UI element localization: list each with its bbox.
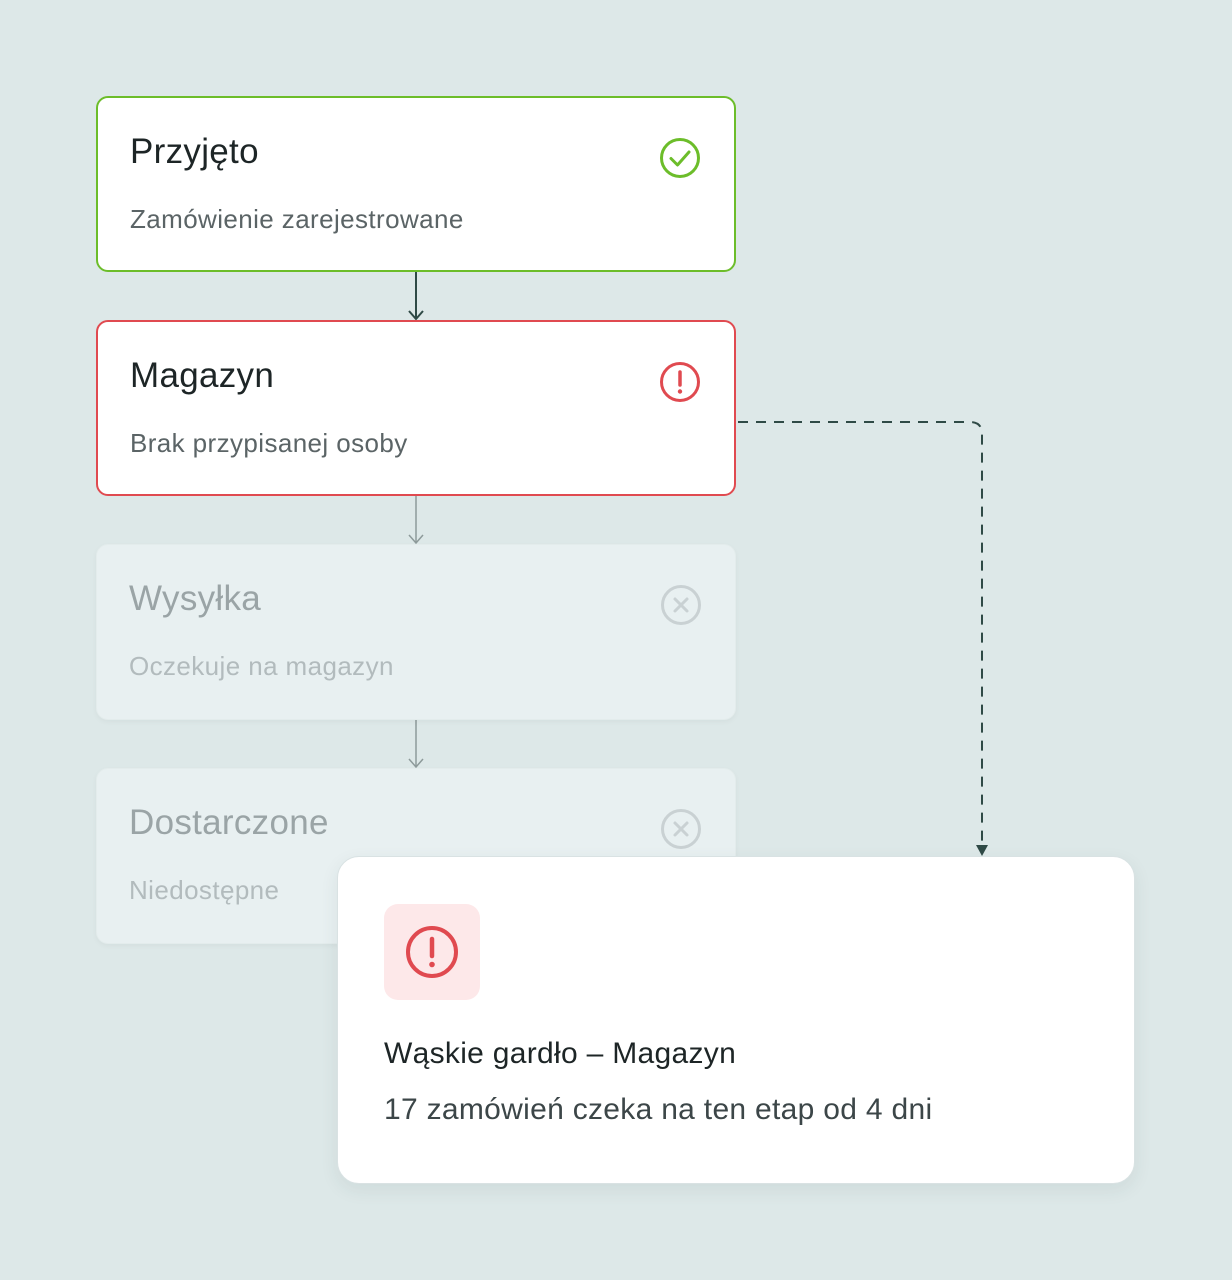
stage-title: Wysyłka: [129, 579, 262, 618]
stage-card-magazyn[interactable]: Magazyn Brak przypisanej osoby: [96, 320, 736, 496]
alert-icon-badge: [384, 904, 480, 1000]
stage-subtitle: Brak przypisanej osoby: [130, 428, 408, 458]
stage-card-przyjeto[interactable]: Przyjęto Zamówienie zarejestrowane: [96, 96, 736, 272]
stage-subtitle: Niedostępne: [129, 875, 280, 905]
stage-card-wysylka: Wysyłka Oczekuje na magazyn: [96, 544, 736, 720]
stage-title: Dostarczone: [129, 803, 329, 842]
alert-circle-icon: [406, 926, 458, 978]
alert-message: 17 zamówień czeka na ten etap od 4 dni: [384, 1093, 933, 1126]
bottleneck-alert-panel[interactable]: Wąskie gardło – Magazyn 17 zamówień czek…: [337, 856, 1135, 1184]
stage-title: Magazyn: [130, 356, 275, 395]
x-circle-icon: [661, 585, 701, 625]
alert-circle-icon: [660, 362, 700, 402]
stage-subtitle: Zamówienie zarejestrowane: [130, 204, 464, 234]
x-circle-icon: [661, 809, 701, 849]
check-circle-icon: [660, 138, 700, 178]
stage-title: Przyjęto: [130, 132, 259, 171]
stage-subtitle: Oczekuje na magazyn: [129, 651, 394, 681]
alert-title: Wąskie gardło – Magazyn: [384, 1037, 737, 1070]
